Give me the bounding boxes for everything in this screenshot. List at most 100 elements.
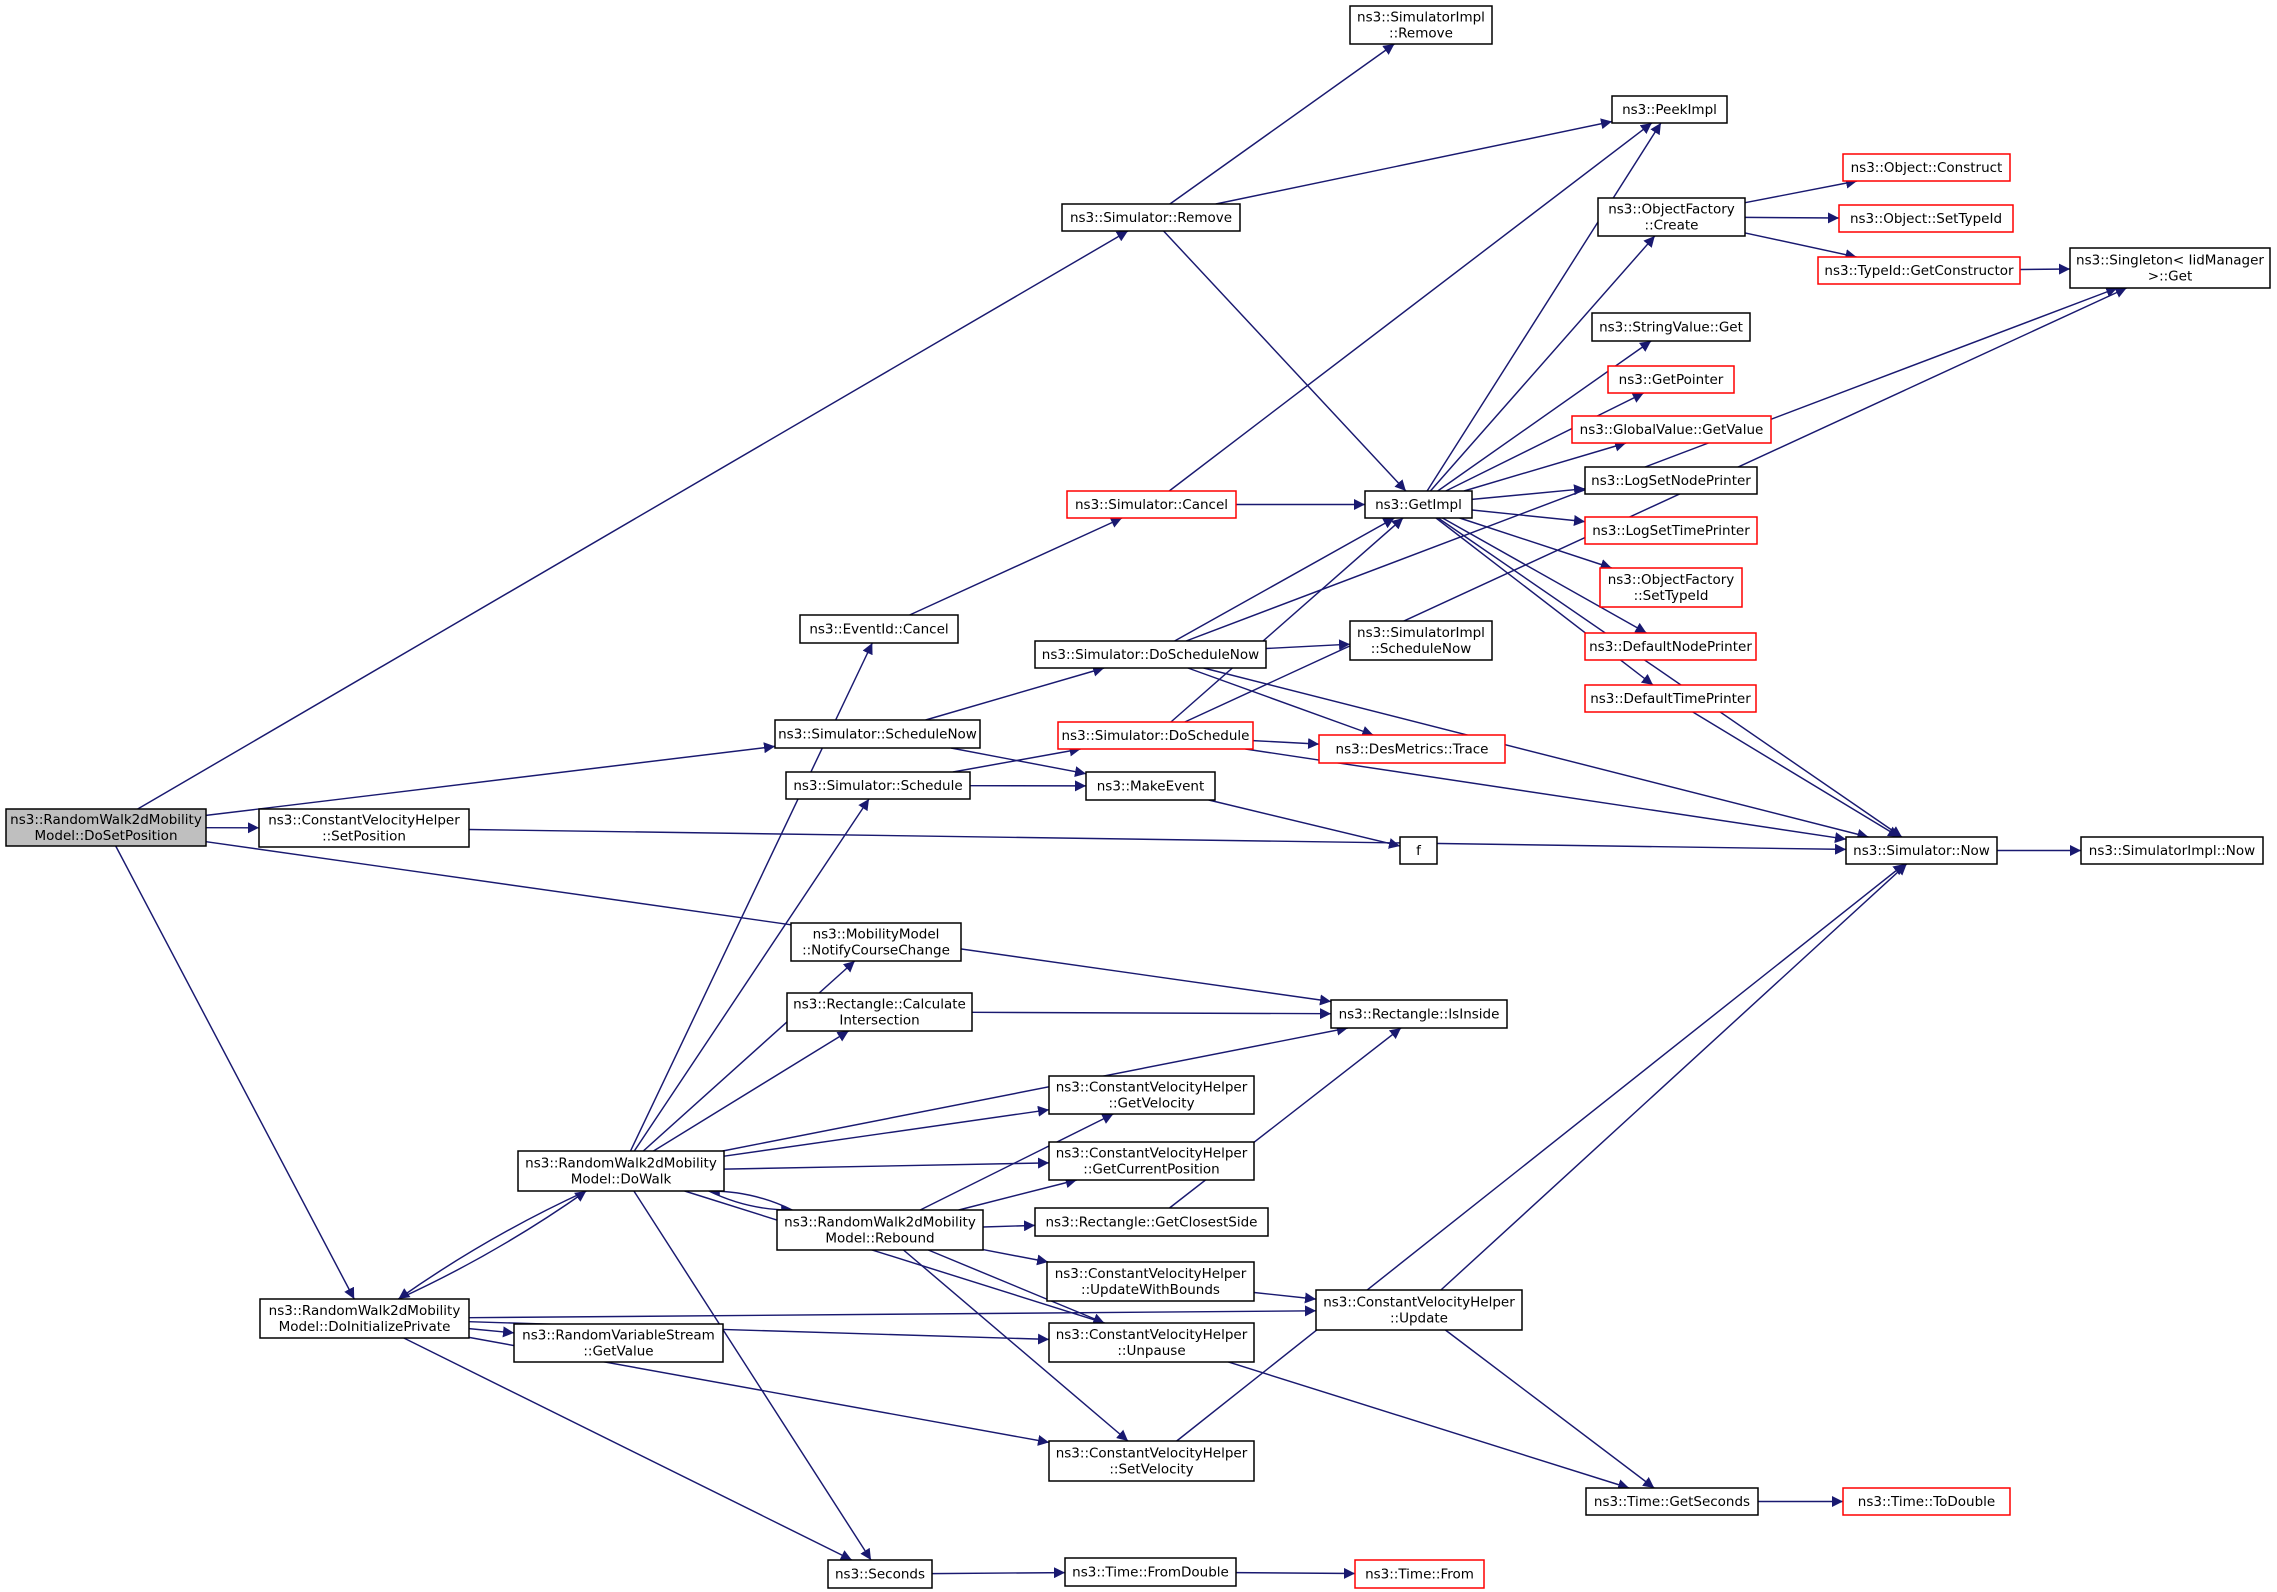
node-box[interactable] bbox=[1066, 490, 1237, 519]
node-box[interactable] bbox=[1364, 490, 1473, 519]
node-getImpl[interactable]: ns3::GetImpl bbox=[1364, 490, 1473, 519]
node-notifyCourse[interactable]: ns3::MobilityModel::NotifyCourseChange bbox=[790, 922, 962, 962]
node-cvhGetVelocity[interactable]: ns3::ConstantVelocityHelper::GetVelocity bbox=[1048, 1075, 1255, 1115]
node-timeGetSeconds[interactable]: ns3::Time::GetSeconds bbox=[1585, 1487, 1759, 1516]
node-doInitPrivate[interactable]: ns3::RandomWalk2dMobilityModel::DoInitia… bbox=[259, 1298, 470, 1339]
node-box[interactable] bbox=[1057, 721, 1254, 750]
node-defTimePrinter[interactable]: ns3::DefaultTimePrinter bbox=[1584, 684, 1757, 713]
node-box[interactable] bbox=[785, 771, 971, 800]
node-rectClosest[interactable]: ns3::Rectangle::GetClosestSide bbox=[1034, 1207, 1269, 1237]
node-stringValueGet[interactable]: ns3::StringValue::Get bbox=[1591, 312, 1751, 342]
node-timeFrom[interactable]: ns3::Time::From bbox=[1354, 1559, 1485, 1589]
node-box[interactable] bbox=[1085, 771, 1216, 801]
node-box[interactable] bbox=[1399, 836, 1438, 865]
node-box[interactable] bbox=[774, 719, 981, 749]
node-box[interactable] bbox=[776, 1209, 984, 1251]
node-simImplScheduleNow[interactable]: ns3::SimulatorImpl::ScheduleNow bbox=[1349, 620, 1493, 661]
node-objConstruct[interactable]: ns3::Object::Construct bbox=[1842, 153, 2011, 182]
node-box[interactable] bbox=[1318, 734, 1506, 764]
node-simDoScheduleNow[interactable]: ns3::Simulator::DoScheduleNow bbox=[1034, 640, 1267, 669]
node-box[interactable] bbox=[1048, 1075, 1255, 1115]
node-simRemove[interactable]: ns3::Simulator::Remove bbox=[1061, 203, 1241, 232]
node-root[interactable]: ns3::RandomWalk2dMobilityModel::DoSetPos… bbox=[5, 808, 207, 847]
node-simNow[interactable]: ns3::Simulator::Now bbox=[1845, 836, 1998, 865]
node-getPointer[interactable]: ns3::GetPointer bbox=[1607, 365, 1735, 394]
node-box[interactable] bbox=[1611, 95, 1728, 124]
node-box[interactable] bbox=[1838, 204, 2014, 233]
node-box[interactable] bbox=[259, 1298, 470, 1339]
node-rvsGetValue[interactable]: ns3::RandomVariableStream::GetValue bbox=[513, 1323, 724, 1363]
node-seconds[interactable]: ns3::Seconds bbox=[827, 1559, 933, 1589]
node-box[interactable] bbox=[1584, 466, 1758, 495]
node-box[interactable] bbox=[1584, 516, 1758, 545]
node-box[interactable] bbox=[1591, 312, 1751, 342]
node-box[interactable] bbox=[5, 808, 207, 847]
node-box[interactable] bbox=[827, 1559, 933, 1589]
node-cvhSetPosition[interactable]: ns3::ConstantVelocityHelper::SetPosition bbox=[258, 808, 470, 848]
node-cvhSetVelocity[interactable]: ns3::ConstantVelocityHelper::SetVelocity bbox=[1048, 1440, 1255, 1482]
node-box[interactable] bbox=[1315, 1289, 1523, 1331]
node-typeIdGetCtor[interactable]: ns3::TypeId::GetConstructor bbox=[1817, 256, 2021, 285]
node-objFactSetTypeId[interactable]: ns3::ObjectFactory::SetTypeId bbox=[1599, 567, 1743, 608]
node-box[interactable] bbox=[1354, 1559, 1485, 1589]
node-box[interactable] bbox=[1584, 684, 1757, 713]
node-box[interactable] bbox=[1064, 1557, 1237, 1587]
node-simImplRemove[interactable]: ns3::SimulatorImpl::Remove bbox=[1349, 5, 1493, 45]
node-logSetTime[interactable]: ns3::LogSetTimePrinter bbox=[1584, 516, 1758, 545]
node-box[interactable] bbox=[513, 1323, 724, 1363]
node-box[interactable] bbox=[2069, 247, 2271, 289]
node-objSetTypeId[interactable]: ns3::Object::SetTypeId bbox=[1838, 204, 2014, 233]
node-box[interactable] bbox=[1349, 620, 1493, 661]
node-desMetricsTrace[interactable]: ns3::DesMetrics::Trace bbox=[1318, 734, 1506, 764]
node-box[interactable] bbox=[258, 808, 470, 848]
node-logSetNode[interactable]: ns3::LogSetNodePrinter bbox=[1584, 466, 1758, 495]
node-box[interactable] bbox=[1585, 1487, 1759, 1516]
node-box[interactable] bbox=[1607, 365, 1735, 394]
node-box[interactable] bbox=[1597, 197, 1746, 237]
node-timeToDouble[interactable]: ns3::Time::ToDouble bbox=[1842, 1487, 2011, 1516]
node-box[interactable] bbox=[1048, 1322, 1255, 1363]
node-cvhUnpause[interactable]: ns3::ConstantVelocityHelper::Unpause bbox=[1048, 1322, 1255, 1363]
node-box[interactable] bbox=[1584, 632, 1757, 661]
node-objFactCreate[interactable]: ns3::ObjectFactory::Create bbox=[1597, 197, 1746, 237]
node-box[interactable] bbox=[1571, 415, 1772, 444]
node-globalValueGet[interactable]: ns3::GlobalValue::GetValue bbox=[1571, 415, 1772, 444]
node-simScheduleNow[interactable]: ns3::Simulator::ScheduleNow bbox=[774, 719, 981, 749]
node-box[interactable] bbox=[1599, 567, 1743, 608]
node-box[interactable] bbox=[517, 1150, 725, 1192]
node-cvhGetCurPos[interactable]: ns3::ConstantVelocityHelper::GetCurrentP… bbox=[1048, 1141, 1255, 1181]
node-box[interactable] bbox=[1046, 1261, 1255, 1302]
node-simSchedule[interactable]: ns3::Simulator::Schedule bbox=[785, 771, 971, 800]
node-box[interactable] bbox=[2080, 836, 2264, 865]
node-singletonGet[interactable]: ns3::Singleton< IidManager >::Get bbox=[2069, 247, 2271, 289]
node-simCancel[interactable]: ns3::Simulator::Cancel bbox=[1066, 490, 1237, 519]
node-box[interactable] bbox=[1330, 999, 1508, 1029]
node-box[interactable] bbox=[1845, 836, 1998, 865]
node-eventIdCancel[interactable]: ns3::EventId::Cancel bbox=[799, 614, 959, 644]
node-box[interactable] bbox=[1048, 1141, 1255, 1181]
node-box[interactable] bbox=[1842, 153, 2011, 182]
node-cvhUpdateBounds[interactable]: ns3::ConstantVelocityHelper::UpdateWithB… bbox=[1046, 1261, 1255, 1302]
node-box[interactable] bbox=[1034, 1207, 1269, 1237]
node-box[interactable] bbox=[1842, 1487, 2011, 1516]
node-f[interactable]: f bbox=[1399, 836, 1438, 865]
node-rectIsInside[interactable]: ns3::Rectangle::IsInside bbox=[1330, 999, 1508, 1029]
node-defNodePrinter[interactable]: ns3::DefaultNodePrinter bbox=[1584, 632, 1757, 661]
node-box[interactable] bbox=[1061, 203, 1241, 232]
node-simImplNow[interactable]: ns3::SimulatorImpl::Now bbox=[2080, 836, 2264, 865]
node-box[interactable] bbox=[790, 922, 962, 962]
node-simDoSchedule[interactable]: ns3::Simulator::DoSchedule bbox=[1057, 721, 1254, 750]
node-box[interactable] bbox=[1034, 640, 1267, 669]
node-box[interactable] bbox=[1817, 256, 2021, 285]
node-cvhUpdate[interactable]: ns3::ConstantVelocityHelper::Update bbox=[1315, 1289, 1523, 1331]
node-peekImpl[interactable]: ns3::PeekImpl bbox=[1611, 95, 1728, 124]
node-makeEvent[interactable]: ns3::MakeEvent bbox=[1085, 771, 1216, 801]
node-box[interactable] bbox=[1048, 1440, 1255, 1482]
node-timeFromDouble[interactable]: ns3::Time::FromDouble bbox=[1064, 1557, 1237, 1587]
node-box[interactable] bbox=[799, 614, 959, 644]
node-box[interactable] bbox=[786, 992, 973, 1032]
node-box[interactable] bbox=[1349, 5, 1493, 45]
